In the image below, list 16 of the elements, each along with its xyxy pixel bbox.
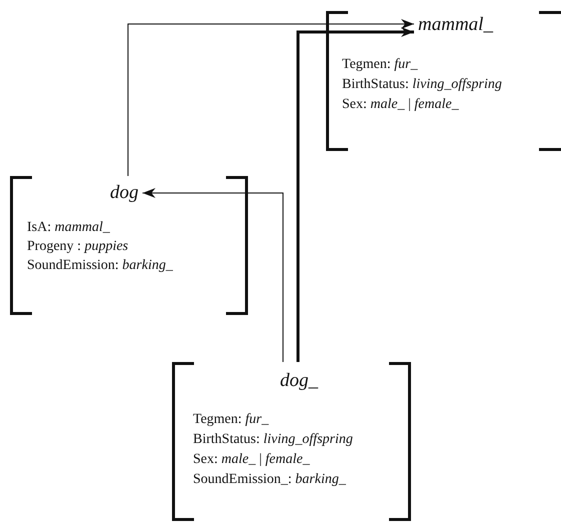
- slot-text: SoundEmission: barking_: [27, 258, 173, 275]
- arrow: [142, 188, 284, 362]
- slot-text: Sex: male_ | female_: [342, 97, 459, 114]
- slot-text: Progeny : puppies: [27, 239, 128, 256]
- slot-text: Sex: male_ | female_: [193, 452, 310, 469]
- slot-text: Tegmen: fur_: [193, 412, 269, 429]
- arrow: [128, 19, 414, 176]
- frame-title: dog_: [280, 370, 318, 392]
- slot-text: SoundEmission_: barking_: [193, 472, 346, 489]
- slot-text: BirthStatus: living_offspring: [193, 432, 353, 449]
- slot-text: BirthStatus: living_offspring: [342, 77, 502, 94]
- frame-title: mammal_: [418, 14, 493, 36]
- slot-text: IsA: mammal_: [27, 220, 110, 237]
- arrow: [296, 27, 414, 362]
- slot-text: Tegmen: fur_: [342, 57, 418, 74]
- frame-title: dog: [110, 182, 138, 204]
